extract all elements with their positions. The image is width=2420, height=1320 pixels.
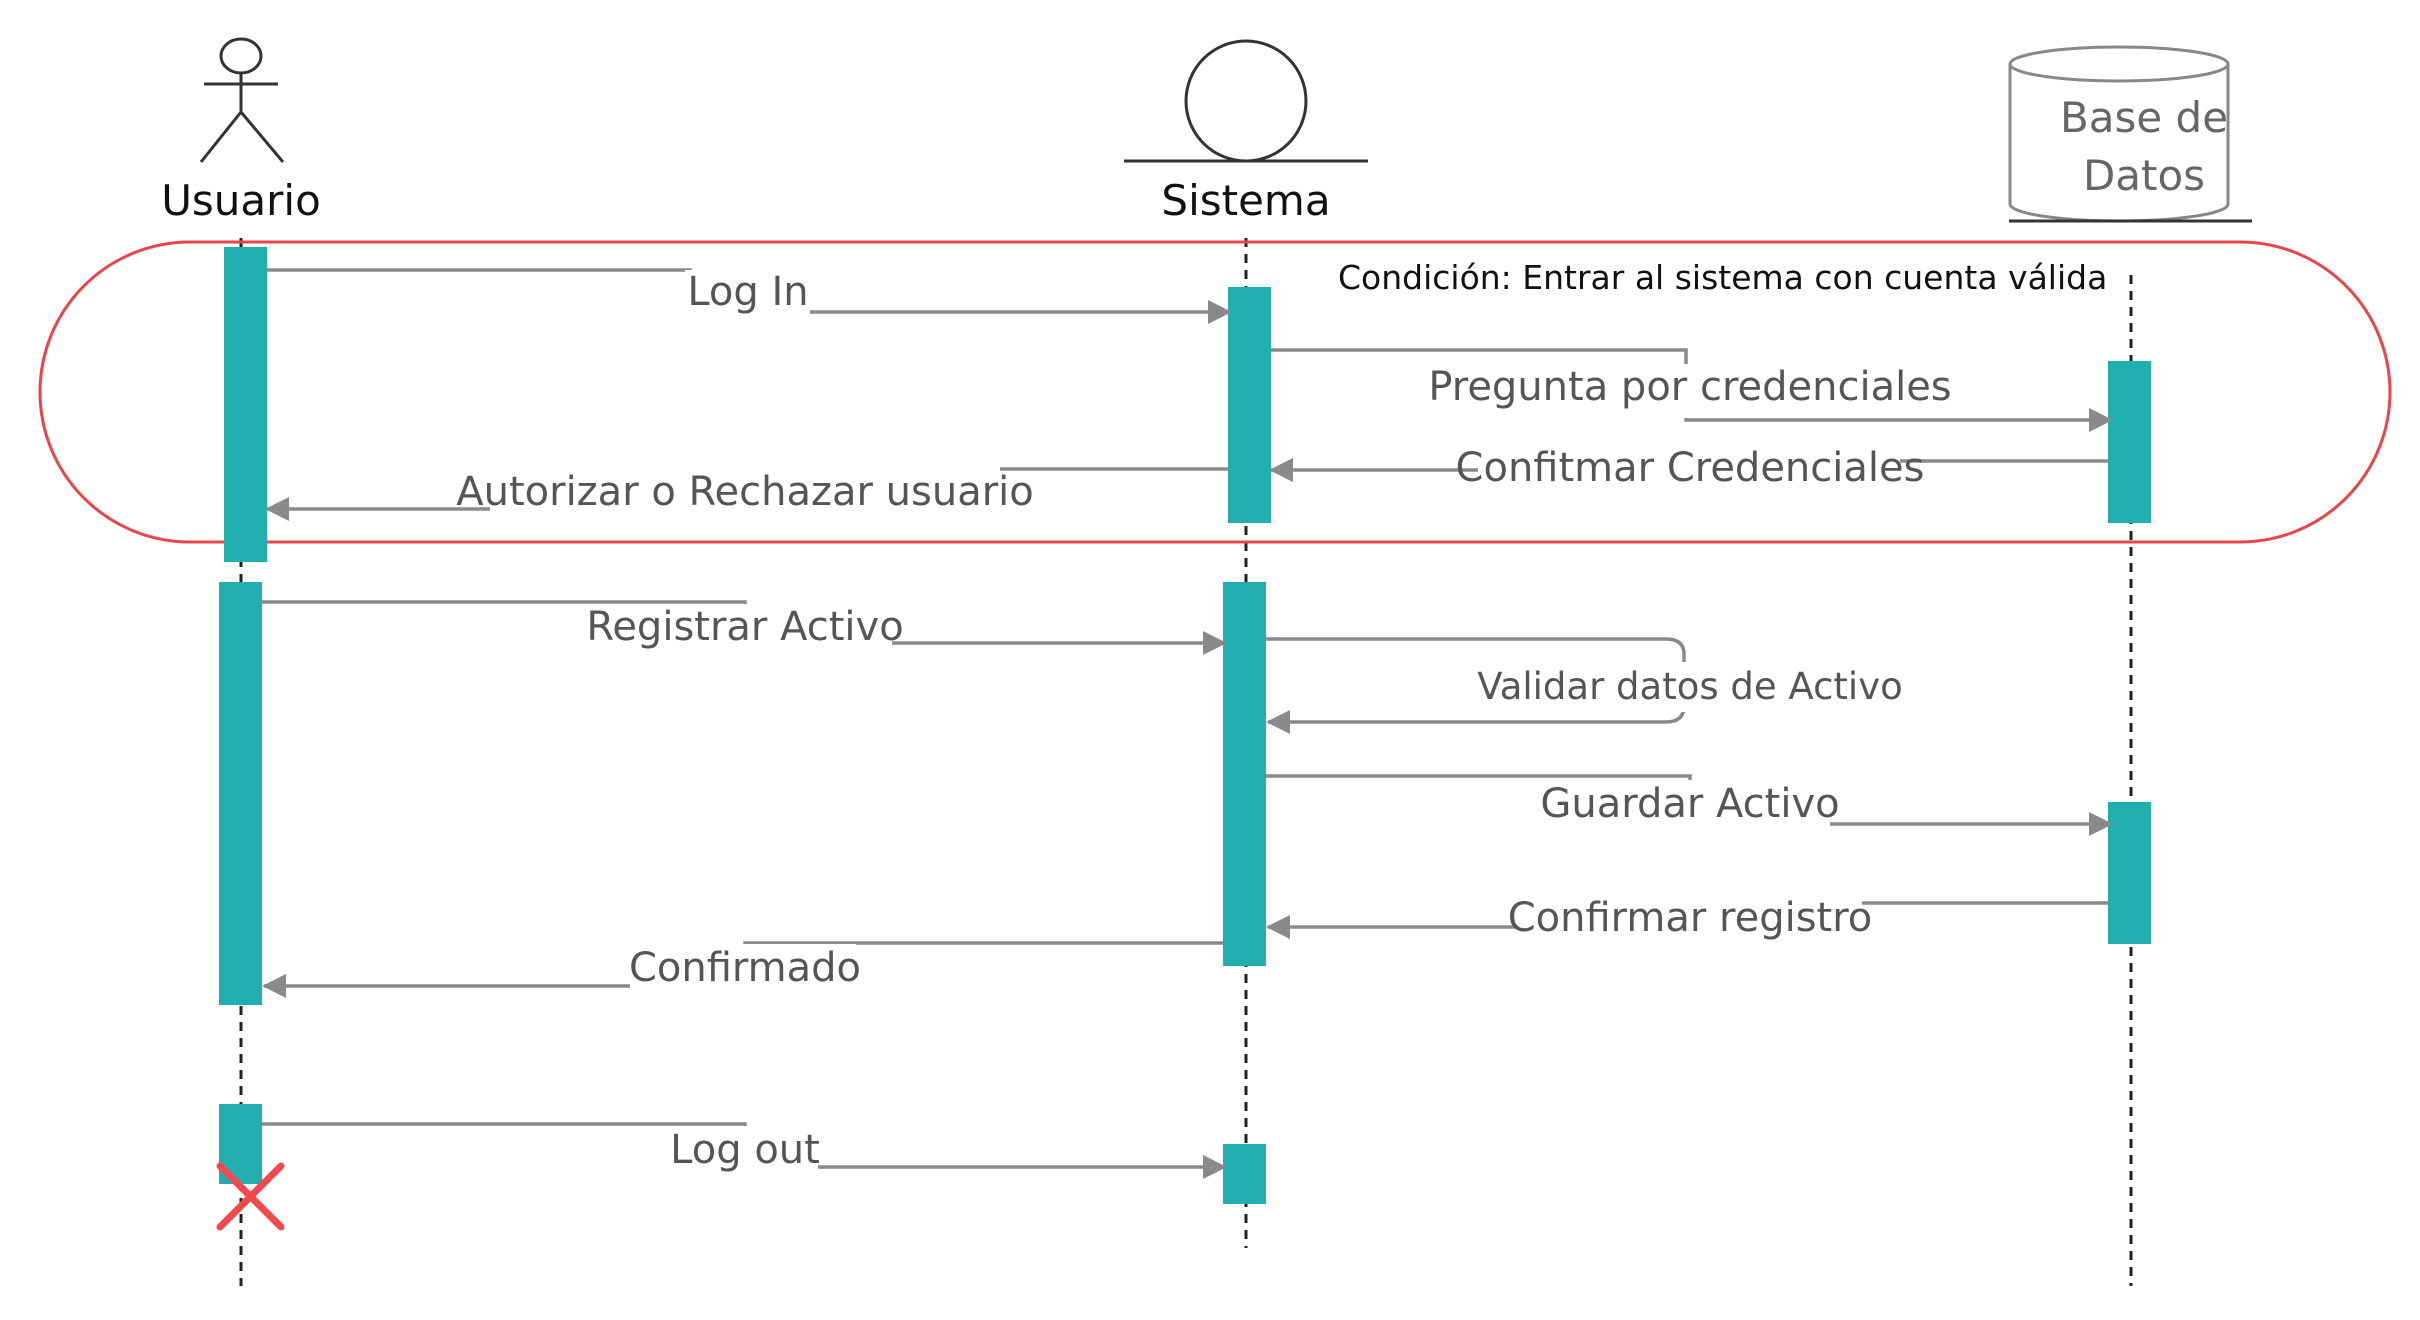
activation-database-2 [2108, 802, 2151, 944]
participant-user-label: Usuario [161, 176, 321, 225]
activation-system-1 [1228, 287, 1271, 523]
message-validate-asset-label: Validar datos de Activo [1477, 665, 1902, 708]
database-cylinder-icon [2008, 45, 2252, 223]
message-login-label: Log In [687, 269, 808, 315]
activation-system-3 [1223, 1144, 1266, 1204]
message-confirm-record-label: Confirmar registro [1508, 895, 1873, 941]
control-circle-icon [1124, 39, 1368, 163]
activation-user-1 [224, 247, 267, 562]
condition-label: Condición: Entrar al sistema con cuenta … [1338, 258, 2107, 297]
message-confirmed-label: Confirmado [629, 945, 861, 991]
message-ask-credentials-label: Pregunta por credenciales [1428, 364, 1951, 410]
message-save-asset-label: Guardar Activo [1540, 781, 1839, 827]
x-destroy-icon [216, 1162, 285, 1231]
participant-system-label: Sistema [1161, 176, 1330, 225]
message-authorize-label: Autorizar o Rechazar usuario [456, 469, 1034, 515]
message-logout-label: Log out [670, 1127, 820, 1173]
activation-user-2 [219, 582, 262, 1005]
message-confirm-credentials-label: Confitmar Credenciales [1456, 445, 1925, 491]
actor-stick-figure-icon [199, 37, 285, 163]
message-register-asset-label: Registrar Activo [586, 604, 903, 650]
participant-database-label-line2: Datos [2083, 151, 2205, 200]
activation-database-1 [2108, 361, 2151, 523]
activation-system-2 [1223, 582, 1266, 966]
condition-fragment [38, 240, 2392, 544]
participant-database-label-line1: Base de [2060, 93, 2228, 142]
